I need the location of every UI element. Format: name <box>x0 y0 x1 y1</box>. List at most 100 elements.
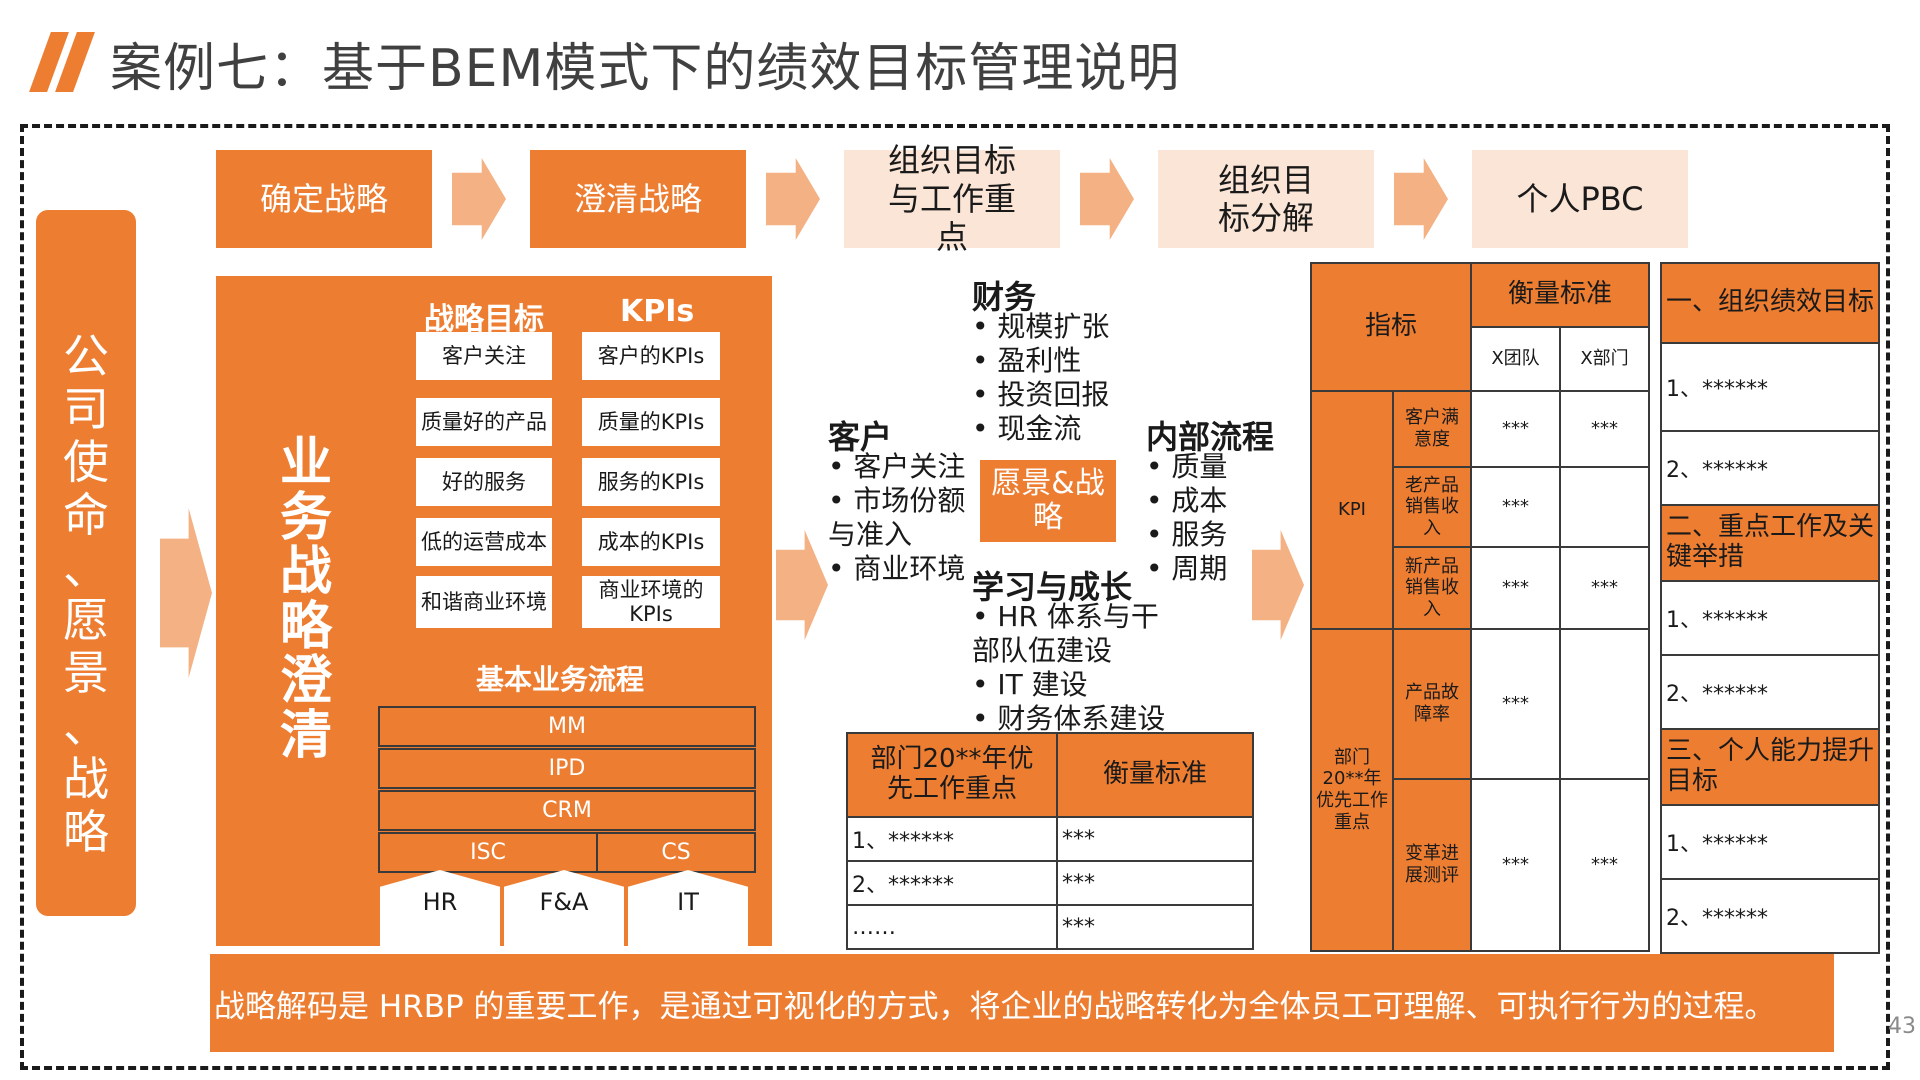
process-step-org-goals: 组织目标与工作重点 <box>844 141 1060 256</box>
kpi-cell <box>1558 466 1651 548</box>
vertical-char: 业 <box>279 433 332 493</box>
process-item: • 服务 <box>1146 518 1228 551</box>
kpi-item: 客户的KPIs <box>582 332 720 380</box>
mission-char: 公 <box>63 329 109 383</box>
kpis-header: KPIs <box>620 294 695 329</box>
kpi-cell: *** <box>1470 628 1561 780</box>
kpi-name: 产品故障率 <box>1392 628 1472 780</box>
dashed-frame <box>20 124 1890 1070</box>
table-row: 1、****** *** <box>846 816 1254 862</box>
process-step-decompose: 组织目标分解 <box>1158 150 1374 248</box>
kpi-item: 商业环境的KPIs <box>582 576 720 628</box>
customer-item: • 市场份额与准入 <box>828 484 966 551</box>
pbc-section-header: 三、个人能力提升目标 <box>1660 728 1880 806</box>
kpi-cell: *** <box>1558 390 1651 468</box>
mission-char: 、 <box>63 540 109 595</box>
vertical-char: 略 <box>279 596 332 657</box>
kpi-cell: *** <box>1558 778 1651 952</box>
pbc-item: 2、****** <box>1660 430 1880 506</box>
foundation-it: IT <box>628 870 748 946</box>
foundation-fa: F&A <box>504 870 624 946</box>
pbc-item: 1、****** <box>1660 342 1880 432</box>
mission-char: 景 <box>63 646 109 701</box>
indicator-header: 指标 <box>1310 262 1472 392</box>
learning-item: • IT 建设 <box>972 668 1088 701</box>
team-header: X团队 <box>1470 326 1561 392</box>
dept-priority-label: 部门20**年优先工作重点 <box>1310 628 1394 952</box>
finance-item: • 投资回报 <box>972 378 1110 411</box>
table-cell: *** <box>1056 904 1254 950</box>
process-step-clarify: 澄清战略 <box>530 150 746 248</box>
pbc-item: 1、****** <box>1660 580 1880 656</box>
learning-item: • HR 体系与干部队伍建设 <box>972 600 1159 667</box>
pbc-item: 2、****** <box>1660 654 1880 730</box>
measure-header: 衡量标准 <box>1470 262 1650 328</box>
vertical-char: 清 <box>279 705 332 766</box>
pbc-item: 1、****** <box>1660 804 1880 880</box>
customer-item: • 商业环境 <box>828 552 966 585</box>
mission-char: 战 <box>63 752 109 807</box>
page-title: 案例七：基于BEM模式下的绩效目标管理说明 <box>110 39 1181 99</box>
pbc-item: 2、****** <box>1660 878 1880 954</box>
learning-title: 学习与成长 <box>972 568 1133 606</box>
process-step-determine: 确定战略 <box>216 150 432 248</box>
table-row: 2、****** *** <box>846 860 1254 906</box>
table-row: …… *** <box>846 904 1254 950</box>
kpi-table: 指标 衡量标准 X团队 X部门 KPI 客户满意度 *** *** 老产品销售收… <box>1310 262 1651 952</box>
pbc-section-header: 二、重点工作及关键举措 <box>1660 504 1880 582</box>
finance-item: • 规模扩张 <box>972 310 1110 343</box>
kpi-name: 变革进展测评 <box>1392 778 1472 952</box>
kpi-item: 成本的KPIs <box>582 518 720 566</box>
mission-char: 愿 <box>63 593 109 648</box>
process-step-pbc: 个人PBC <box>1472 150 1688 248</box>
table-cell: …… <box>846 904 1058 950</box>
pbc-list: 一、组织绩效目标 1、****** 2、****** 二、重点工作及关键举措 1… <box>1660 262 1880 954</box>
goal-item: 客户关注 <box>416 332 552 380</box>
customer-list: • 客户关注 • 市场份额与准入 • 商业环境 <box>828 450 968 586</box>
vision-strategy-box: 愿景&战略 <box>980 460 1116 542</box>
finance-title: 财务 <box>972 278 1037 316</box>
kpi-name: 新产品销售收入 <box>1392 546 1472 630</box>
dept-measure-header: 衡量标准 <box>1056 732 1254 818</box>
finance-item: • 盈利性 <box>972 344 1082 377</box>
goal-item: 好的服务 <box>416 458 552 506</box>
finance-list: • 规模扩张 • 盈利性 • 投资回报 • 现金流 <box>972 310 1109 446</box>
flow-row: CS <box>596 832 756 873</box>
flow-row: CRM <box>378 790 756 831</box>
dept-priority-table: 部门20**年优先工作重点 衡量标准 1、****** *** 2、******… <box>846 732 1254 950</box>
kpi-cell: *** <box>1470 778 1561 952</box>
internal-process-title: 内部流程 <box>1146 418 1275 456</box>
dept-header: X部门 <box>1558 326 1651 392</box>
mission-char: 司 <box>63 381 109 436</box>
learning-item: • 财务体系建设 <box>972 702 1166 735</box>
mission-char: 命 <box>63 487 109 542</box>
table-cell: 1、****** <box>846 816 1058 862</box>
table-cell: *** <box>1056 816 1254 862</box>
kpi-cell <box>1558 628 1651 780</box>
mission-char: 、 <box>63 699 109 754</box>
mission-char: 使 <box>63 434 109 489</box>
process-list: • 质量 • 成本 • 服务 • 周期 <box>1146 450 1227 586</box>
kpi-cell: *** <box>1558 546 1651 630</box>
vertical-char: 澄 <box>279 651 332 712</box>
strategy-vertical-title: 业 务 战 略 澄 清 <box>278 436 334 764</box>
page-number: 43 <box>1888 1014 1916 1039</box>
kpi-item: 服务的KPIs <box>582 458 720 506</box>
goal-item: 质量好的产品 <box>416 398 552 446</box>
summary-note: 战略解码是 HRBP 的重要工作，是通过可视化的方式，将企业的战略转化为全体员工… <box>210 954 1834 1052</box>
customer-title: 客户 <box>828 418 893 456</box>
learning-list: • HR 体系与干部队伍建设 • IT 建设 • 财务体系建设 <box>972 600 1172 736</box>
flow-row: IPD <box>378 748 756 789</box>
mission-char: 略 <box>63 805 109 860</box>
dept-priority-header: 部门20**年优先工作重点 <box>846 732 1058 818</box>
customer-item: • 客户关注 <box>828 450 966 483</box>
vertical-char: 务 <box>279 487 332 548</box>
goal-item: 低的运营成本 <box>416 518 552 566</box>
kpi-cell: *** <box>1470 466 1561 548</box>
flow-row: MM <box>378 706 756 747</box>
goal-item: 和谐商业环境 <box>416 576 552 628</box>
table-cell: 2、****** <box>846 860 1058 906</box>
table-cell: *** <box>1056 860 1254 906</box>
process-item: • 周期 <box>1146 552 1228 585</box>
process-item: • 质量 <box>1146 450 1228 483</box>
